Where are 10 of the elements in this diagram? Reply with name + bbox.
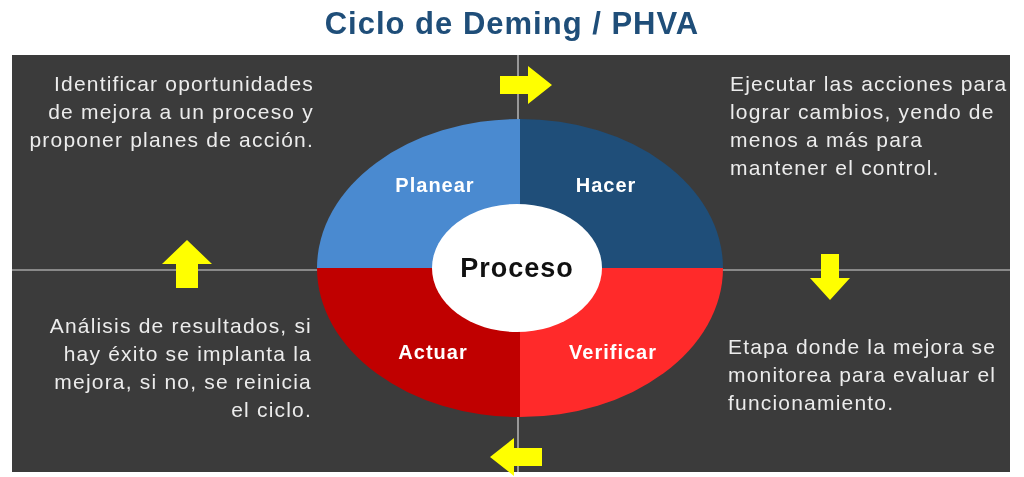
phase-description: Análisis de resultados, si hay éxito se implanta la mejora, si no, se reinicia el ciclo.	[48, 313, 312, 423]
phase-label: Verificar	[569, 340, 657, 364]
diagram-title: Ciclo de Deming / PHVA	[324, 6, 700, 42]
phase-description: Etapa donde la mejora se monitorea para evaluar el funcionamiento.	[728, 334, 998, 416]
center-label: Proceso	[460, 252, 574, 284]
phase-description: Ejecutar las acciones para lograr cambios, yendo de menos a más para mantener el control.	[730, 71, 1009, 181]
phase-label: Planear	[395, 173, 475, 197]
phase-description: Identificar oportunidades de mejora a un proceso y proponer planes de acción.	[28, 71, 314, 153]
phase-label: Hacer	[575, 173, 637, 197]
phase-label: Actuar	[398, 340, 468, 364]
